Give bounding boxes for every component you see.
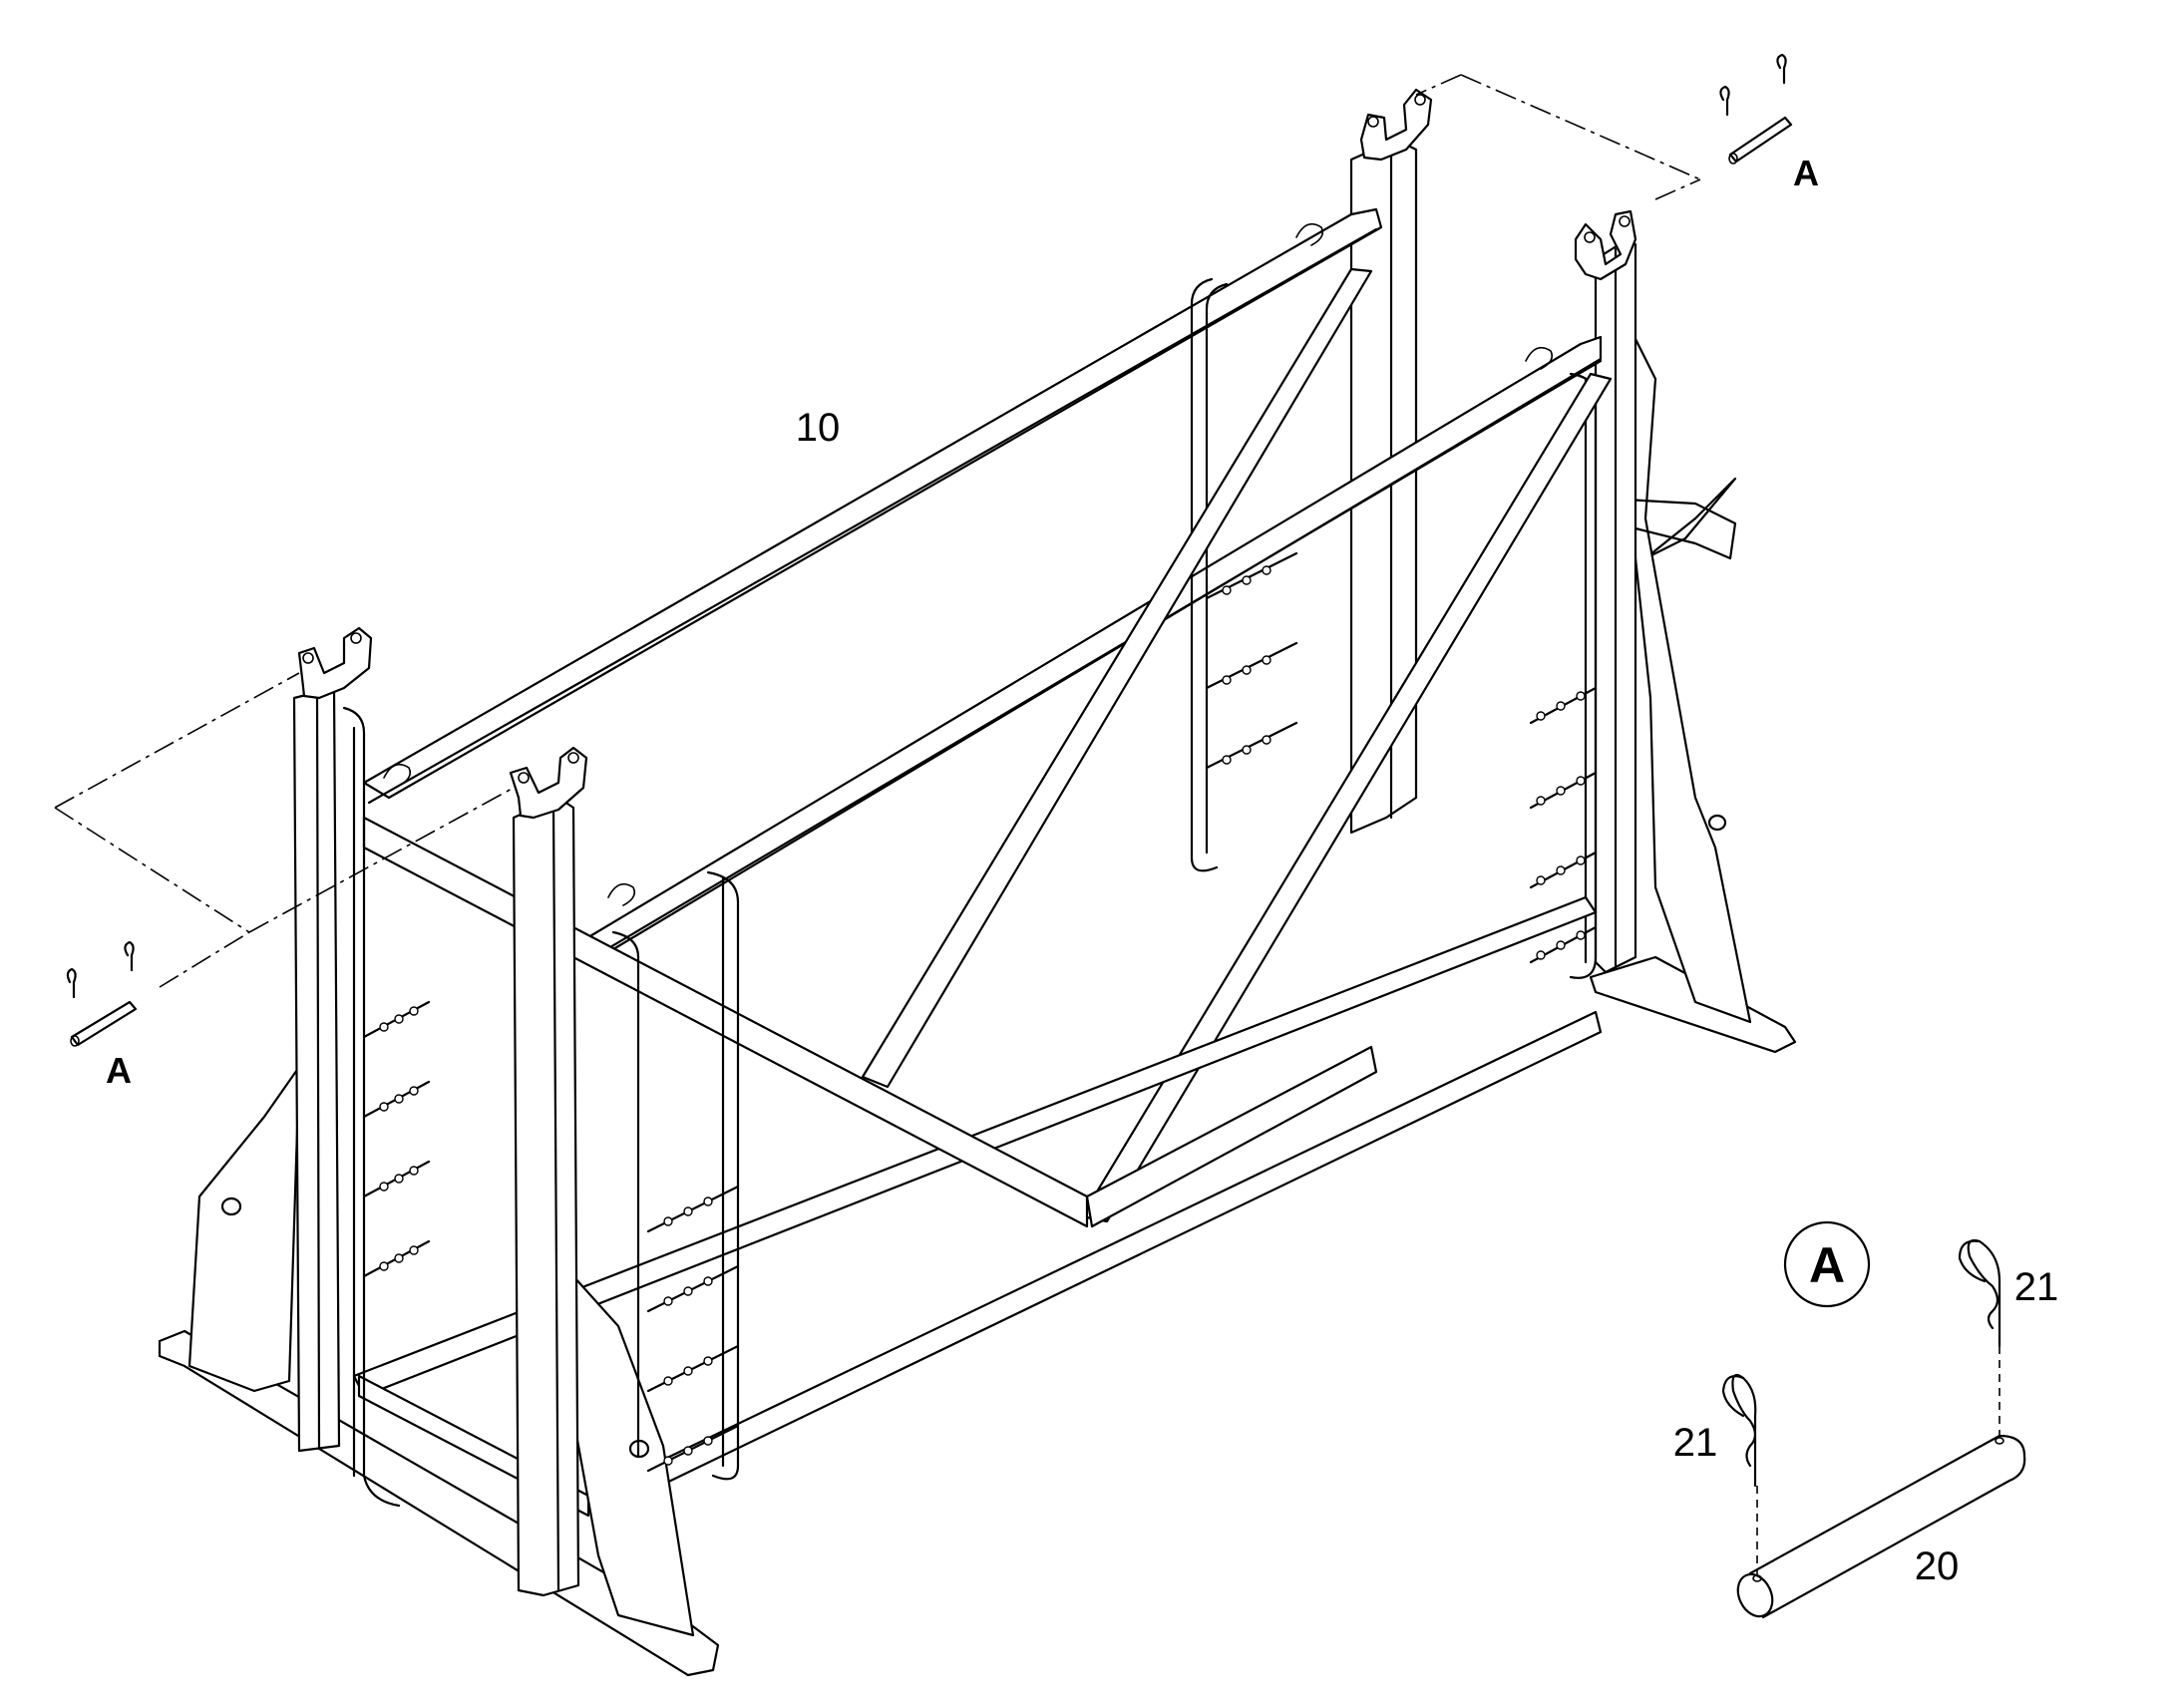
callout-frame: 10 [796,406,841,450]
rear-ladder [1190,277,1298,872]
rear-right-upright [1574,209,1637,974]
front-middle-ladder [611,870,740,1481]
pin-set-right: A [1719,53,1819,193]
top-rails [362,207,1603,959]
pin-set-left: A [66,940,138,1091]
callout-pin: 20 [1915,1544,1960,1588]
detail-ref-left: A [106,1050,132,1091]
r-clip-right [1958,1238,2001,1348]
r-clip-left [1721,1373,1757,1488]
front-right-upright [509,746,588,1597]
callout-clip-left: 21 [1673,1421,1718,1465]
detail-a-label: A [1809,1237,1845,1293]
front-left-ladder [342,706,431,1508]
detail-a-circle [1783,1220,1871,1308]
rung-rivets [379,565,1586,1466]
front-left-upright [292,626,373,1453]
callout-clip-right: 21 [2014,1265,2059,1309]
frame-assembly [158,88,1797,1677]
detail-ref-right: A [1793,153,1819,193]
rail-eyes [383,222,1554,906]
detail-a: A [1721,1220,2026,1619]
cross-members [357,816,1378,1518]
clevis-pin [1736,1434,2026,1619]
explode-lines [54,74,1701,988]
